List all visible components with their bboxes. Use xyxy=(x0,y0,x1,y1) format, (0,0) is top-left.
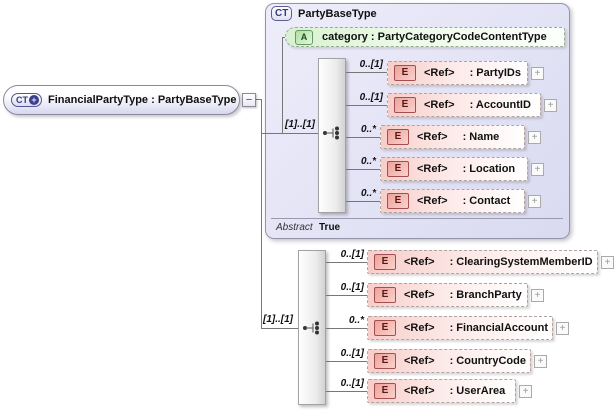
connector-line xyxy=(261,99,262,329)
attribute-category[interactable]: A category : PartyCategoryCodeContentTyp… xyxy=(285,27,565,47)
cardinality-label: 0..[1] xyxy=(359,92,383,103)
cardinality-label: 0..[1] xyxy=(340,348,364,359)
expand-button[interactable]: + xyxy=(601,255,614,269)
element-icon: E xyxy=(387,161,409,177)
attribute-label: category : PartyCategoryCodeContentType xyxy=(322,31,547,43)
element-ref: <Ref> xyxy=(404,385,435,397)
element-userarea[interactable]: E <Ref> : UserArea + xyxy=(367,379,532,403)
element-name: : UserArea xyxy=(449,385,506,397)
element-name: : AccountID xyxy=(469,99,531,111)
cardinality-label: 0..* xyxy=(360,188,376,199)
cardinality-label: 0..[1] xyxy=(340,249,364,260)
element-ref: <Ref> xyxy=(404,322,435,334)
element-name: : Location xyxy=(462,163,516,175)
element-partyids[interactable]: E <Ref> : PartyIDs + xyxy=(387,61,544,85)
element-icon: E xyxy=(374,254,396,270)
cardinality-label: 0..[1] xyxy=(340,282,364,293)
party-base-type-title: PartyBaseType xyxy=(298,8,377,20)
sequence-icon xyxy=(303,321,319,335)
sequence-cardinality: [1]..[1] xyxy=(263,314,293,325)
connector-line xyxy=(282,37,283,133)
connector-line xyxy=(326,295,367,296)
element-ref: <Ref> xyxy=(424,99,455,111)
element-name: : CountryCode xyxy=(449,355,526,367)
expand-button[interactable]: + xyxy=(544,98,557,112)
element-ref: <Ref> xyxy=(404,355,435,367)
element-ref: <Ref> xyxy=(417,163,448,175)
element-name-row[interactable]: E <Ref> : Name + xyxy=(380,125,541,149)
complex-type-icon: CT xyxy=(271,6,293,21)
cardinality-label: 0..[1] xyxy=(359,59,383,70)
expand-button[interactable]: + xyxy=(531,288,544,302)
connector-line xyxy=(326,391,367,392)
element-name: : ClearingSystemMemberID xyxy=(449,256,593,268)
element-clearingsystemmemberid[interactable]: E <Ref> : ClearingSystemMemberID + xyxy=(367,250,614,274)
element-name: : Contact xyxy=(462,195,511,207)
element-name: : FinancialAccount xyxy=(449,322,548,334)
financial-party-type-node[interactable]: CT + FinancialPartyType : PartyBaseType xyxy=(3,85,240,115)
connector-line xyxy=(326,328,367,329)
cardinality-label: 0..* xyxy=(360,124,376,135)
element-icon: E xyxy=(374,353,396,369)
element-ref: <Ref> xyxy=(417,195,448,207)
sequence-bar[interactable] xyxy=(318,58,346,213)
expand-button[interactable]: + xyxy=(556,321,569,335)
abstract-label: Abstract xyxy=(276,222,313,233)
element-icon: E xyxy=(374,287,396,303)
expand-button[interactable]: + xyxy=(531,66,544,80)
expand-button[interactable]: + xyxy=(528,194,541,208)
connector-line xyxy=(261,133,319,134)
element-icon: E xyxy=(394,65,416,81)
ct-letters: CT xyxy=(16,95,28,105)
element-ref: <Ref> xyxy=(424,67,455,79)
connector-line xyxy=(326,361,367,362)
connector-line xyxy=(346,137,380,138)
collapse-toggle[interactable]: − xyxy=(242,93,256,107)
expand-button[interactable]: + xyxy=(531,162,544,176)
element-ref: <Ref> xyxy=(404,256,435,268)
element-name: : Name xyxy=(462,131,500,143)
element-ref: <Ref> xyxy=(417,131,448,143)
cardinality-label: 0..* xyxy=(348,315,364,326)
element-financialaccount[interactable]: E <Ref> : FinancialAccount + xyxy=(367,316,569,340)
element-icon: E xyxy=(387,129,409,145)
footer-separator xyxy=(271,218,563,219)
derived-plus-icon: + xyxy=(29,95,39,105)
connector-line xyxy=(346,72,387,73)
root-label: FinancialPartyType : PartyBaseType xyxy=(48,94,237,106)
cardinality-label: 0..* xyxy=(360,156,376,167)
sequence-cardinality: [1]..[1] xyxy=(285,119,315,130)
element-contact[interactable]: E <Ref> : Contact + xyxy=(380,189,541,213)
attribute-icon: A xyxy=(295,29,313,45)
connector-line xyxy=(261,328,299,329)
connector-line xyxy=(326,262,367,263)
element-countrycode[interactable]: E <Ref> : CountryCode + xyxy=(367,349,547,373)
element-location[interactable]: E <Ref> : Location + xyxy=(380,157,544,181)
connector-line xyxy=(346,105,387,106)
connector-line xyxy=(282,37,287,38)
cardinality-label: 0..[1] xyxy=(340,378,364,389)
element-icon: E xyxy=(394,97,416,113)
expand-button[interactable]: + xyxy=(534,354,547,368)
element-icon: E xyxy=(374,383,396,399)
sequence-icon xyxy=(323,126,339,140)
element-name: : PartyIDs xyxy=(469,67,521,79)
element-accountid[interactable]: E <Ref> : AccountID + xyxy=(387,93,557,117)
connector-line xyxy=(346,201,380,202)
abstract-value: True xyxy=(319,222,341,233)
expand-button[interactable]: + xyxy=(519,384,532,398)
connector-line xyxy=(346,169,380,170)
element-icon: E xyxy=(374,320,396,336)
connector-line xyxy=(256,99,262,100)
element-ref: <Ref> xyxy=(404,289,435,301)
complex-type-global-icon: CT + xyxy=(11,93,42,107)
element-branchparty[interactable]: E <Ref> : BranchParty + xyxy=(367,283,544,307)
element-name: : BranchParty xyxy=(449,289,522,301)
element-icon: E xyxy=(387,193,409,209)
expand-button[interactable]: + xyxy=(528,130,541,144)
